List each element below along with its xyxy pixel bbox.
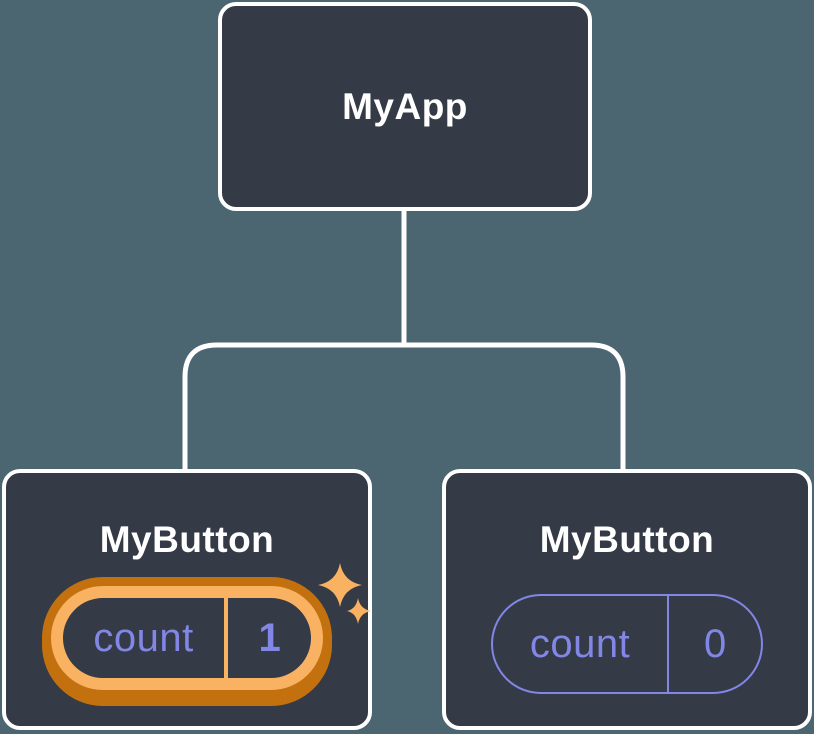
state-key-label: count [93,615,194,660]
connector-bracket [182,342,626,470]
sparkle-small [347,598,371,624]
sparkle-large [318,563,362,607]
state-pill-highlighted: count 1 [51,586,323,690]
component-node-mybutton-active: MyButton count 1 [2,469,372,730]
state-key-label: count [529,621,631,666]
node-label-mybutton-right: MyButton [539,519,715,560]
node-label-myapp: MyApp [342,85,468,127]
state-value: 1 [224,598,311,678]
state-pill-normal: count 0 [491,594,763,694]
component-node-myapp: MyApp [218,2,592,211]
state-value: 0 [667,596,761,692]
component-node-mybutton-inactive: MyButton count 0 [442,469,812,730]
node-label-mybutton-left: MyButton [99,519,275,560]
